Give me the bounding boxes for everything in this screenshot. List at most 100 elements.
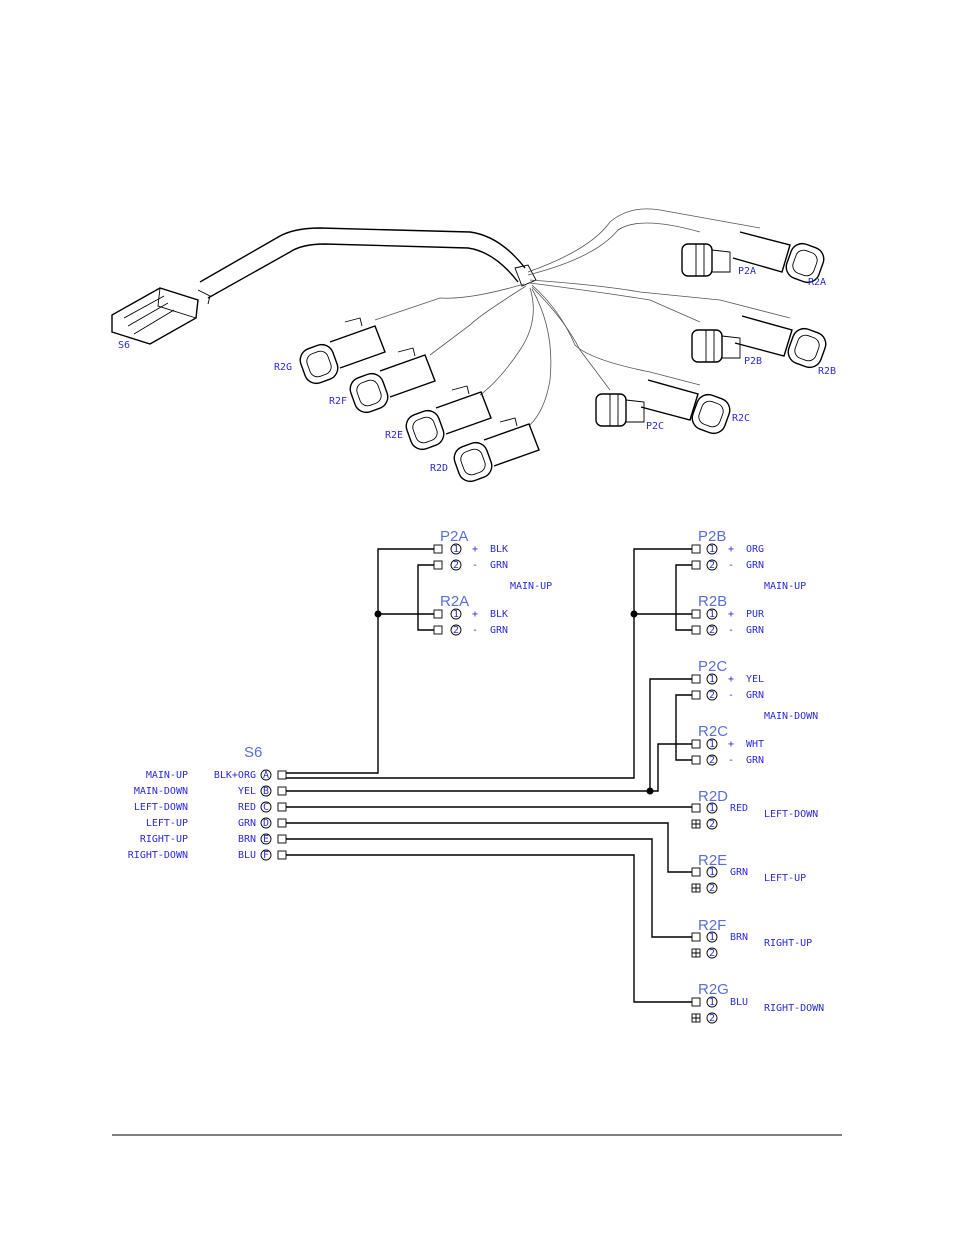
p2a-sign-1: + — [472, 544, 478, 555]
r2f-block: R2F 1 BRN RIGHT-UP 2 — [286, 838, 812, 959]
r2b-title: R2B — [698, 593, 727, 610]
label-s6: S6 — [118, 340, 130, 351]
p2c-connector-drawing — [595, 393, 645, 427]
s6-row-pin: E — [263, 834, 269, 845]
group-b: P2B 1 + ORG 2 - GRN MAIN-UP R2B 1 + PUR … — [286, 528, 806, 779]
s6-row-color: YEL — [238, 786, 256, 797]
r2d-pin-2: 2 — [709, 819, 715, 830]
r2f-color: BRN — [730, 932, 748, 943]
label-r2e: R2E — [385, 430, 403, 441]
s6-row-function: LEFT-DOWN — [134, 802, 188, 813]
r2f-function: RIGHT-UP — [764, 938, 812, 949]
r2a-pin-1: 1 — [453, 609, 459, 620]
label-p2c: P2C — [646, 421, 664, 432]
r2a-sign-2: - — [472, 625, 478, 636]
group-c-function: MAIN-DOWN — [764, 711, 818, 722]
r2a-color-2: GRN — [490, 625, 508, 636]
r2g-pin-2: 2 — [709, 1013, 715, 1024]
s6-row-function: MAIN-UP — [146, 770, 188, 781]
group-a-function: MAIN-UP — [510, 581, 552, 592]
p2c-title: P2C — [698, 658, 727, 675]
r2g-block: R2G 1 BLU RIGHT-DOWN 2 — [286, 854, 824, 1024]
s6-row: MAIN-DOWN YEL B — [134, 785, 287, 797]
p2a-connector-drawing — [681, 243, 731, 277]
s6-row: LEFT-UP GRN D — [146, 817, 287, 829]
p2c-pin-1: 1 — [709, 674, 715, 685]
r2f-connector-drawing — [349, 347, 436, 414]
r2d-block: R2D 1 RED LEFT-DOWN 2 — [286, 788, 818, 830]
label-r2b: R2B — [818, 366, 836, 377]
p2b-sign-2: - — [728, 560, 734, 571]
p2c-sign-1: + — [728, 674, 734, 685]
group-a: P2A 1 + BLK 2 - GRN MAIN-UP R2A 1 + BLK … — [286, 528, 552, 774]
r2g-color: BLU — [730, 997, 748, 1008]
r2b-pin-2: 2 — [709, 625, 715, 636]
p2a-sign-2: - — [472, 560, 478, 571]
s6-row: RIGHT-DOWN BLU F — [128, 849, 287, 861]
r2e-color: GRN — [730, 867, 748, 878]
r2c-pin-1: 1 — [709, 739, 715, 750]
s6-row-function: MAIN-DOWN — [134, 786, 188, 797]
p2c-color-2: GRN — [746, 690, 764, 701]
r2g-function: RIGHT-DOWN — [764, 1003, 824, 1014]
r2g-title: R2G — [698, 981, 729, 998]
s6-row-color: RED — [238, 802, 256, 813]
p2b-color-2: GRN — [746, 560, 764, 571]
s6-row-color: BLU — [238, 850, 256, 861]
s6-row-function: RIGHT-UP — [140, 834, 188, 845]
r2a-title: R2A — [440, 593, 469, 610]
r2e-function: LEFT-UP — [764, 873, 806, 884]
p2b-sign-1: + — [728, 544, 734, 555]
p2a-pin-2: 2 — [453, 560, 459, 571]
p2a-color-2: GRN — [490, 560, 508, 571]
s6-row-pin: A — [263, 770, 269, 781]
r2c-color-1: WHT — [746, 739, 764, 750]
branch-wires — [374, 208, 791, 426]
r2c-pin-2: 2 — [709, 755, 715, 766]
r2a-sign-1: + — [472, 609, 478, 620]
r2e-pin-1: 1 — [709, 867, 715, 878]
s6-row-function: LEFT-UP — [146, 818, 188, 829]
r2b-connector-drawing — [734, 315, 827, 369]
label-r2c: R2C — [732, 413, 750, 424]
r2c-sign-2: - — [728, 755, 734, 766]
r2f-title: R2F — [698, 917, 726, 934]
r2d-connector-drawing — [453, 417, 540, 483]
r2b-pin-1: 1 — [709, 609, 715, 620]
s6-row: LEFT-DOWN RED C — [134, 801, 287, 813]
r2b-sign-1: + — [728, 609, 734, 620]
r2a-pin-2: 2 — [453, 625, 459, 636]
label-r2f: R2F — [329, 396, 347, 407]
label-r2g: R2G — [274, 362, 292, 373]
s6-row-color: GRN — [238, 818, 256, 829]
r2e-block: R2E 1 GRN LEFT-UP 2 — [286, 822, 806, 894]
r2d-title: R2D — [698, 788, 728, 805]
p2b-pin-2: 2 — [709, 560, 715, 571]
r2a-color-1: BLK — [490, 609, 508, 620]
p2b-pin-1: 1 — [709, 544, 715, 555]
group-c: P2C 1 + YEL 2 - GRN MAIN-DOWN R2C 1 + WH… — [286, 658, 818, 795]
label-r2d: R2D — [430, 463, 448, 474]
p2b-color-1: ORG — [746, 544, 764, 555]
group-b-function: MAIN-UP — [764, 581, 806, 592]
s6-row-color: BRN — [238, 834, 256, 845]
s6-row-color: BLK+ORG — [214, 770, 256, 781]
s6-row-pin: C — [263, 802, 269, 813]
s6-row-pin: F — [263, 850, 269, 861]
r2b-color-2: GRN — [746, 625, 764, 636]
p2a-color-1: BLK — [490, 544, 508, 555]
p2a-pin-1: 1 — [453, 544, 459, 555]
r2d-color: RED — [730, 803, 748, 814]
r2c-color-2: GRN — [746, 755, 764, 766]
s6-row: MAIN-UP BLK+ORG A — [146, 769, 287, 781]
r2f-pin-2: 2 — [709, 948, 715, 959]
r2g-connector-drawing — [299, 317, 386, 385]
r2c-sign-1: + — [728, 739, 734, 750]
r2g-pin-1: 1 — [709, 997, 715, 1008]
harness-illustration: S6 R2G R2F R2E R2D P2A R2A P2B R2B P2C R… — [111, 208, 836, 483]
r2b-sign-2: - — [728, 625, 734, 636]
s6-title: S6 — [244, 744, 262, 761]
s6-row: RIGHT-UP BRN E — [140, 833, 287, 845]
r2e-pin-2: 2 — [709, 883, 715, 894]
